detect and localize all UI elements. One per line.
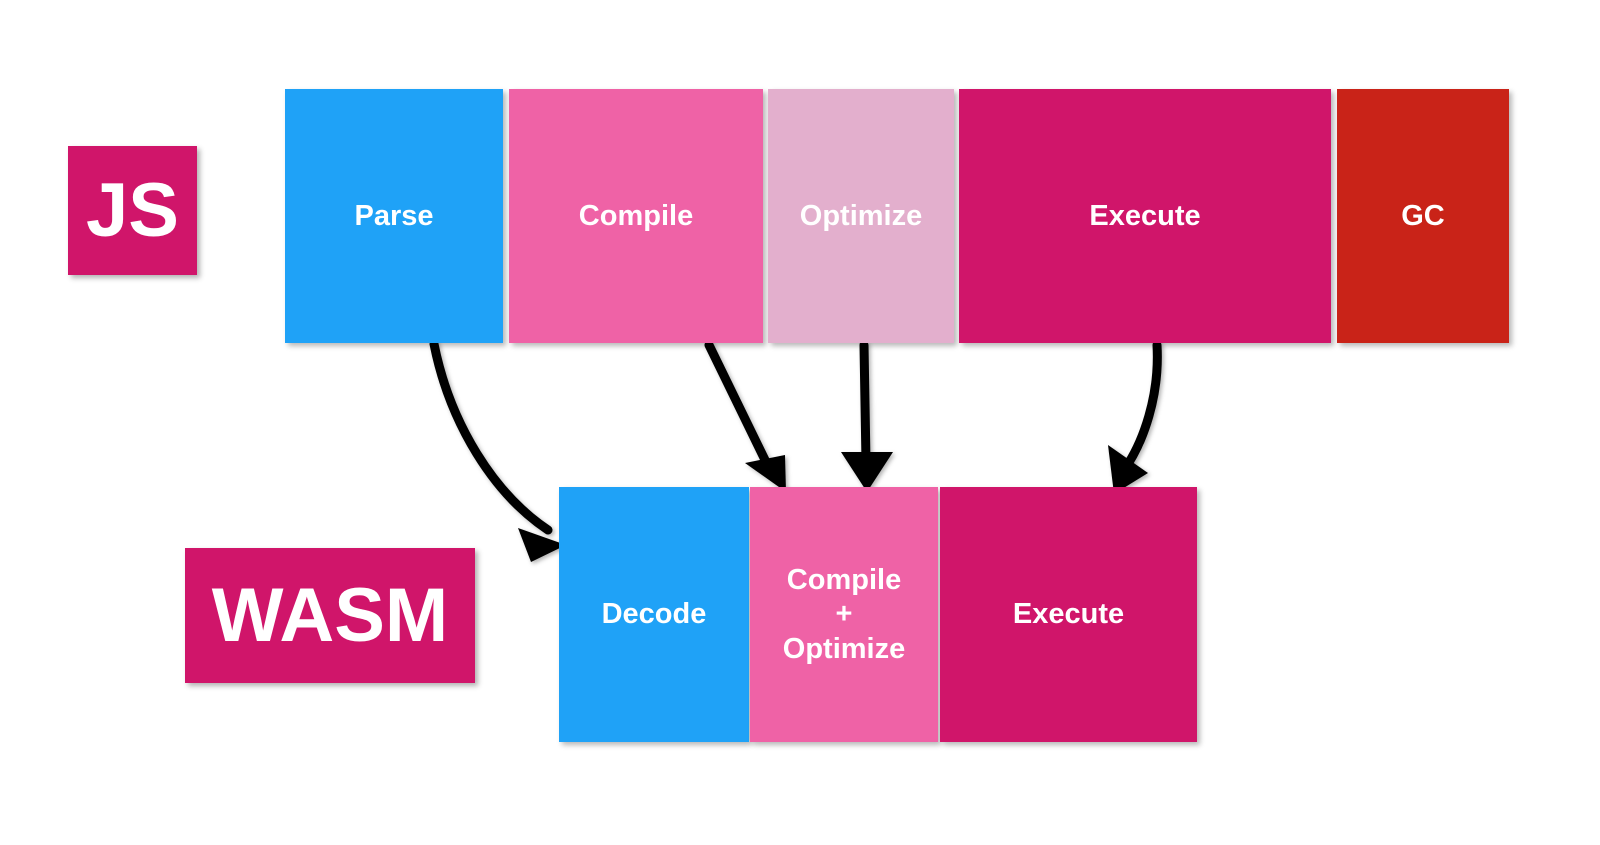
js-stage-execute-label: Execute (1089, 199, 1201, 232)
wasm-stage-compile-optimize[interactable]: Compile + Optimize (750, 487, 938, 742)
js-stage-parse[interactable]: Parse (285, 89, 503, 343)
arrow-parse-to-decode (429, 339, 553, 535)
wasm-stage-execute-label: Execute (1012, 598, 1125, 631)
badge-wasm: WASM (185, 548, 475, 683)
badge-js-label: JS (86, 168, 179, 253)
arrow-optimize-to-compileoptimize (859, 340, 871, 467)
wasm-stage-compile-optimize-label: Compile + Optimize (782, 564, 906, 665)
js-stage-optimize[interactable]: Optimize (768, 89, 954, 343)
wasm-stage-decode[interactable]: Decode (559, 487, 749, 742)
wasm-stage-decode-label: Decode (601, 598, 707, 631)
js-stage-compile-label: Compile (578, 199, 694, 232)
arrow-execute-to-execute (1123, 340, 1162, 469)
arrow-compile-to-compileoptimize (704, 340, 771, 467)
js-stage-optimize-label: Optimize (799, 199, 923, 232)
js-stage-gc[interactable]: GC (1337, 89, 1509, 343)
js-stage-compile[interactable]: Compile (509, 89, 763, 343)
js-stage-parse-label: Parse (354, 199, 434, 232)
wasm-stage-execute[interactable]: Execute (940, 487, 1197, 742)
badge-js: JS (68, 146, 197, 275)
badge-wasm-label: WASM (211, 573, 449, 658)
js-stage-execute[interactable]: Execute (959, 89, 1331, 343)
arrowhead-optimize-to-compileoptimize (841, 452, 893, 492)
js-stage-gc-label: GC (1401, 199, 1445, 232)
